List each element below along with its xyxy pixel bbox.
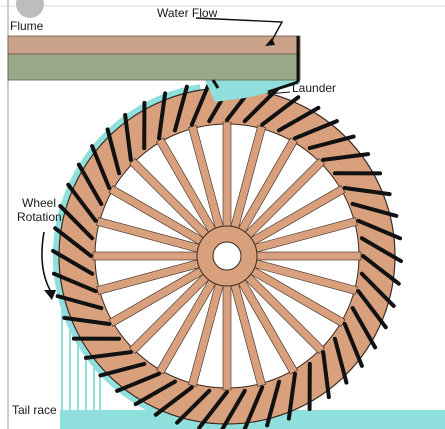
wheel-spoke — [222, 283, 232, 391]
wheel-bucket — [55, 294, 104, 311]
wheel-spokes — [92, 121, 362, 391]
wheel-bucket — [98, 361, 147, 378]
wheel-bucket — [350, 306, 378, 350]
wheel-spoke — [92, 251, 200, 261]
wheel-bucket — [356, 218, 403, 241]
wheel-bucket — [83, 350, 133, 360]
wheel-bucket — [342, 322, 364, 368]
wheel-bucket — [153, 385, 194, 417]
wheel-bucket — [123, 112, 133, 162]
wheel-bucket — [342, 186, 392, 197]
wheel-bucket — [220, 388, 247, 429]
wheel-bucket — [286, 371, 297, 421]
wheel-rotation-label-line1: Wheel — [22, 196, 56, 210]
wheel-bucket — [356, 289, 388, 330]
wheel-bucket — [307, 134, 356, 151]
tail-race-label: Tail race — [12, 403, 57, 417]
wheel-bucket — [361, 254, 401, 286]
water-flow-arrow — [195, 17, 284, 46]
wheel-bucket — [242, 87, 279, 124]
wheel-bucket — [105, 127, 122, 176]
flume-channel — [7, 35, 301, 94]
wheel-bucket — [115, 371, 161, 393]
launder-water — [205, 80, 300, 102]
wheel-bucket — [133, 379, 177, 407]
wheel-bucket — [51, 248, 95, 276]
wheel-buckets — [51, 80, 403, 429]
rotation-arrow-icon — [41, 231, 56, 300]
wheel-bucket — [321, 350, 331, 400]
corner-shape — [16, 0, 44, 18]
launder-pointer — [267, 91, 291, 95]
wheel-axle — [212, 241, 242, 271]
wheel-bucket — [172, 84, 189, 133]
wheel-bucket — [66, 182, 98, 223]
wheel-bucket — [265, 379, 282, 428]
wheel-bucket — [359, 236, 403, 264]
wheel-bucket — [58, 204, 95, 241]
wheel-bucket — [359, 271, 396, 308]
flume-label: Flume — [10, 19, 44, 33]
wheel-bucket — [157, 91, 168, 141]
wheel-bucket — [76, 162, 104, 206]
wheel-bucket — [62, 315, 112, 326]
wheel-bucket — [197, 390, 229, 429]
wheel-bucket — [350, 201, 399, 218]
wheel-bucket — [321, 152, 371, 162]
wheel-bucket — [189, 80, 212, 127]
wheel-spoke — [222, 121, 232, 229]
wheel-bucket — [51, 271, 98, 294]
wheel-bucket — [293, 119, 339, 141]
wheel-bucket — [242, 385, 265, 429]
wheel-rotation-label-line2: Rotation — [17, 210, 62, 224]
water-flow-label: Water Flow — [157, 6, 218, 20]
wheel-bucket — [175, 388, 212, 425]
wheel-bucket — [332, 336, 349, 385]
wheel-bucket — [260, 95, 301, 127]
wheel-bucket — [90, 144, 112, 190]
wheel-spoke — [254, 251, 362, 261]
launder-label: Launder — [292, 81, 336, 95]
wheel-bucket — [277, 105, 321, 133]
water-wheel — [51, 80, 403, 429]
wheel-bucket — [53, 226, 93, 258]
